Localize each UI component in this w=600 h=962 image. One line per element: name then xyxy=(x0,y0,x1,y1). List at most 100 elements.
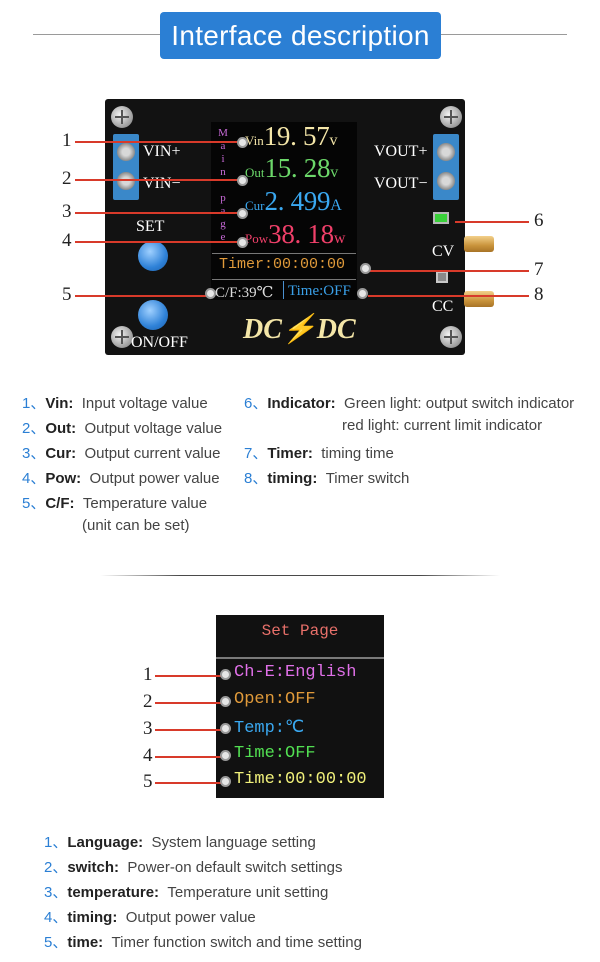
callout-dot xyxy=(220,669,231,680)
vin-reading-value: 19. 57 xyxy=(263,121,330,151)
callout-number: 2 xyxy=(62,168,72,189)
screw-icon xyxy=(111,326,133,348)
cur-reading: Cur2. 499A xyxy=(245,186,342,217)
callout-number: 6 xyxy=(534,210,544,231)
screen-divider xyxy=(212,253,356,254)
pow-reading: Pow38. 18w xyxy=(245,219,345,250)
callout-dot xyxy=(237,137,248,148)
legend-item: 2、Out: Output voltage value xyxy=(22,420,223,437)
screw-icon xyxy=(111,106,133,128)
terminal-screw-icon xyxy=(117,172,135,190)
legend-item: 3、temperature: Temperature unit setting xyxy=(44,884,329,901)
terminal-screw-icon xyxy=(437,172,455,190)
callout-dot xyxy=(220,723,231,734)
onoff-button[interactable] xyxy=(138,300,168,330)
callout-number: 1 xyxy=(62,130,72,151)
screw-icon xyxy=(440,106,462,128)
dcdc-logo: DC⚡DC xyxy=(243,314,356,345)
page-title: Interface description xyxy=(160,12,441,59)
callout-dot xyxy=(237,208,248,219)
set-item-timer: Time:00:00:00 xyxy=(234,770,367,789)
vin-reading-unit: v xyxy=(329,132,338,149)
callout-number: 3 xyxy=(62,201,72,222)
legend-item: 2、switch: Power-on default switch settin… xyxy=(44,859,343,876)
timer-switch-readout: Time:OFF xyxy=(288,283,351,299)
legend-item: 4、Pow: Output power value xyxy=(22,470,220,487)
legend-item: 8、timing: Timer switch xyxy=(244,470,410,487)
set-item-open: Open:OFF xyxy=(234,690,316,709)
pow-reading-value: 38. 18 xyxy=(268,219,334,249)
legend-item: 3、Cur: Output current value xyxy=(22,445,221,462)
callout-line xyxy=(75,179,241,181)
temperature-readout: C/F:39℃ xyxy=(215,285,274,301)
callout-dot xyxy=(237,175,248,186)
callout-number: 4 xyxy=(62,230,72,251)
callout-line xyxy=(75,212,241,214)
cv-potentiometer[interactable] xyxy=(464,236,494,252)
set-item-timer-switch: Time:OFF xyxy=(234,744,316,763)
callout-line xyxy=(75,241,241,243)
callout-number: 8 xyxy=(534,284,544,305)
vin-reading: Vin19. 57v xyxy=(245,121,337,152)
lcd-set-screen xyxy=(216,615,384,798)
callout-number: 7 xyxy=(534,259,544,280)
callout-line xyxy=(75,295,209,297)
legend-item: 1、Language: System language setting xyxy=(44,834,316,851)
callout-dot xyxy=(205,288,216,299)
set-page-title: Set Page xyxy=(261,622,339,640)
vin-minus-label: VIN− xyxy=(143,175,181,192)
section-divider xyxy=(100,575,500,576)
legend-item: 4、timing: Output power value xyxy=(44,909,256,926)
callout-number: 5 xyxy=(62,284,72,305)
header-rule-left xyxy=(33,34,160,35)
callout-line xyxy=(155,756,225,758)
legend-item: 5、time: Timer function switch and time s… xyxy=(44,934,362,951)
legend-item: 1、Vin: Input voltage value xyxy=(22,395,208,412)
vout-plus-label: VOUT+ xyxy=(374,143,428,160)
current-limit-led xyxy=(436,271,448,283)
pow-reading-unit: w xyxy=(333,230,346,247)
callout-line xyxy=(455,221,529,223)
cc-potentiometer[interactable] xyxy=(464,291,494,307)
callout-number: 4 xyxy=(143,745,153,766)
legend-item: 6、Indicator: Green light: output switch … xyxy=(244,395,575,412)
callout-dot xyxy=(220,776,231,787)
header-rule-right xyxy=(441,34,567,35)
set-label: SET xyxy=(136,218,165,235)
cc-label: CC xyxy=(432,298,454,315)
callout-number: 1 xyxy=(143,664,153,685)
callout-line xyxy=(75,141,241,143)
screw-icon xyxy=(440,326,462,348)
callout-line xyxy=(155,729,225,731)
cur-reading-label: Cur xyxy=(245,198,265,213)
pow-reading-label: Pow xyxy=(245,231,269,246)
callout-line xyxy=(155,782,225,784)
screen-divider xyxy=(283,281,284,299)
set-button[interactable] xyxy=(138,241,168,271)
callout-number: 2 xyxy=(143,691,153,712)
set-item-temp: Temp:℃ xyxy=(234,719,305,738)
callout-number: 3 xyxy=(143,718,153,739)
cv-label: CV xyxy=(432,243,455,260)
terminal-screw-icon xyxy=(117,143,135,161)
legend-item: 5、C/F: Temperature value xyxy=(22,495,208,512)
callout-dot xyxy=(357,288,368,299)
vin-plus-label: VIN+ xyxy=(143,143,181,160)
callout-number: 5 xyxy=(143,771,153,792)
callout-dot xyxy=(220,750,231,761)
cur-reading-unit: A xyxy=(330,197,342,214)
terminal-screw-icon xyxy=(437,143,455,161)
vin-reading-label: Vin xyxy=(245,133,264,148)
callout-dot xyxy=(220,696,231,707)
callout-line xyxy=(368,270,529,272)
onoff-label: ON/OFF xyxy=(131,334,188,351)
legend-item-continued: (unit can be set) xyxy=(82,517,190,534)
callout-dot xyxy=(360,263,371,274)
timer-readout: Timer:00:00:00 xyxy=(219,256,346,273)
lcd-main-screen xyxy=(211,122,357,300)
cur-reading-value: 2. 499 xyxy=(264,186,331,216)
callout-line xyxy=(155,702,225,704)
out-reading-value: 15. 28 xyxy=(264,153,331,183)
set-item-language: Ch-E:English xyxy=(234,663,357,682)
legend-item-continued: red light: current limit indicator xyxy=(342,417,543,434)
